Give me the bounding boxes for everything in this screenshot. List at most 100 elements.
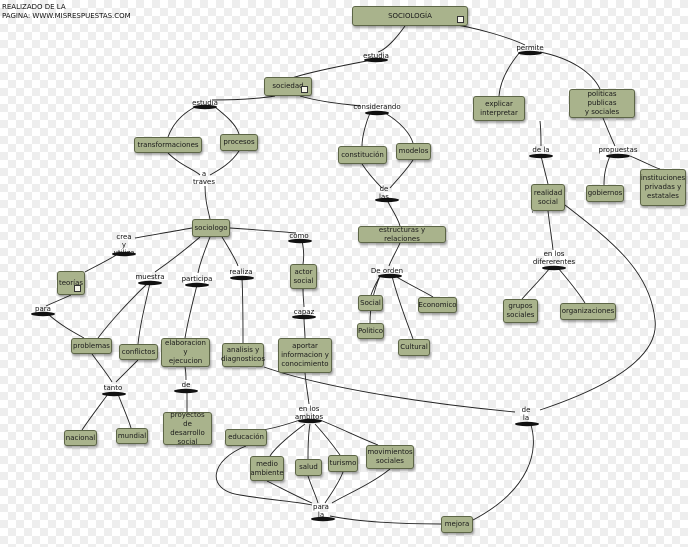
connector-14 (361, 163, 383, 189)
node-proyectos-desarrollo[interactable]: proyectos de desarrollo social (163, 411, 212, 446)
connector-37 (197, 236, 211, 274)
link-de: de (181, 381, 191, 389)
node-movimientos-sociales[interactable]: movimientos sociales (366, 445, 414, 469)
link-underline-0 (364, 57, 388, 63)
node-grupos-sociales[interactable]: grupos sociales (503, 299, 538, 323)
connector-61 (331, 468, 391, 504)
node-politicas-publicas[interactable]: politicas publicas y sociales (569, 89, 635, 118)
link-underline-19 (542, 265, 566, 271)
node-mundial[interactable]: mundial (116, 428, 148, 444)
link-de-la-2: de la (521, 406, 531, 422)
connector-10 (209, 150, 240, 176)
connector-54 (307, 423, 311, 460)
link-capaz: capaz (293, 308, 315, 316)
connector-49 (184, 366, 187, 381)
link-underline-7 (138, 280, 162, 286)
connector-57 (215, 445, 313, 506)
connector-5 (211, 95, 276, 101)
connector-28 (391, 275, 414, 340)
connector-12 (361, 112, 371, 147)
link-underline-3 (365, 110, 389, 116)
connector-30 (134, 227, 193, 239)
node-estructuras-relaciones[interactable]: estructuras y relaciones (358, 226, 446, 243)
connector-65 (539, 204, 656, 411)
node-sociologo[interactable]: sociologo (192, 219, 230, 237)
connector-19 (540, 155, 549, 185)
connector-64 (472, 421, 534, 521)
node-aportar-informacion[interactable]: aportar informacion y conocimiento (278, 338, 332, 373)
connector-7 (167, 106, 196, 138)
node-politico[interactable]: Politico (357, 323, 384, 339)
connector-52 (261, 419, 301, 431)
link-para-la: para la (313, 503, 329, 519)
connector-3 (498, 51, 521, 97)
connector-21 (629, 155, 661, 170)
node-turismo[interactable]: turismo (328, 455, 358, 472)
connector-6 (299, 95, 361, 107)
link-underline-20 (515, 421, 539, 427)
credit-text: REALIZADO DE LA PAGINA: WWW.MISRESPUESTA… (2, 3, 131, 20)
node-problemas[interactable]: problemas (71, 338, 112, 354)
node-procesos[interactable]: procesos (220, 134, 258, 151)
connector-1 (291, 59, 373, 79)
connector-56 (319, 419, 379, 446)
node-medio-ambiente[interactable]: medio ambiente (250, 456, 284, 481)
link-underline-9 (230, 275, 254, 281)
connector-53 (269, 423, 306, 457)
link-participa: participa (181, 275, 213, 283)
link-de-las: de las (379, 185, 389, 201)
link-en-los-diferentes: en los difererentes (532, 250, 576, 266)
connector-8 (214, 106, 240, 135)
link-de-la: de la (532, 146, 550, 154)
connector-18 (602, 117, 616, 147)
connector-22 (547, 210, 554, 251)
node-conflictos[interactable]: conflictos (119, 344, 158, 360)
node-instituciones[interactable]: instituciones privadas y estatales (640, 169, 686, 206)
node-realidad-social[interactable]: realidad social (531, 184, 565, 211)
node-social[interactable]: Social (358, 295, 383, 311)
connector-63 (263, 366, 516, 413)
node-analisis-diagnosticos[interactable]: analisis y diagnosticos (221, 343, 265, 367)
node-nacional[interactable]: nacional (64, 430, 97, 446)
node-actor-social[interactable]: actor social (290, 264, 317, 289)
node-transformaciones[interactable]: transformaciones (134, 137, 202, 153)
connector-45 (91, 353, 113, 383)
link-de-orden: De orden (370, 267, 404, 275)
node-explicar-interpretar[interactable]: explicar interpretar (473, 96, 525, 121)
link-underline-14 (311, 516, 335, 522)
node-sociedad[interactable]: sociedad (264, 77, 312, 96)
connector-60 (324, 471, 344, 504)
node-teorias[interactable]: teorías (57, 271, 85, 295)
connector-38 (184, 284, 198, 339)
connector-48 (117, 393, 132, 429)
link-permite: permite (516, 44, 544, 52)
link-underline-13 (298, 418, 322, 424)
link-estudia-2: estudia (192, 99, 218, 107)
link-tanto: tanto (103, 384, 123, 392)
link-crea-utiliza: crea y utiliza (113, 233, 135, 257)
node-salud[interactable]: salud (295, 459, 322, 476)
node-modelos[interactable]: modelos (396, 143, 431, 160)
connector-46 (115, 359, 139, 383)
node-organizaciones[interactable]: organizaciones (560, 303, 616, 320)
connector-47 (81, 393, 109, 431)
link-estudia: estudia (363, 52, 389, 60)
node-cultural[interactable]: Cultural (398, 339, 430, 356)
node-gobiernos[interactable]: gobiernos (586, 185, 624, 202)
node-economico[interactable]: Economico (418, 297, 457, 313)
connector-58 (266, 480, 313, 504)
link-underline-1 (518, 50, 542, 56)
node-constitucion[interactable]: constitución (338, 146, 387, 164)
node-elaboracion-ejecucion[interactable]: elaboracion y ejecucion (161, 338, 210, 367)
link-en-los-ambitos: en los ambitos (294, 405, 324, 421)
connector-0 (377, 25, 406, 53)
node-mejora[interactable]: mejora (441, 516, 473, 533)
node-educacion[interactable]: educación (225, 429, 267, 446)
connector-17 (539, 120, 542, 147)
connector-16 (386, 199, 401, 227)
connector-31 (84, 253, 119, 273)
node-sociologia[interactable]: SOCIOLOGÍA (352, 6, 468, 26)
link-underline-10 (292, 314, 316, 320)
